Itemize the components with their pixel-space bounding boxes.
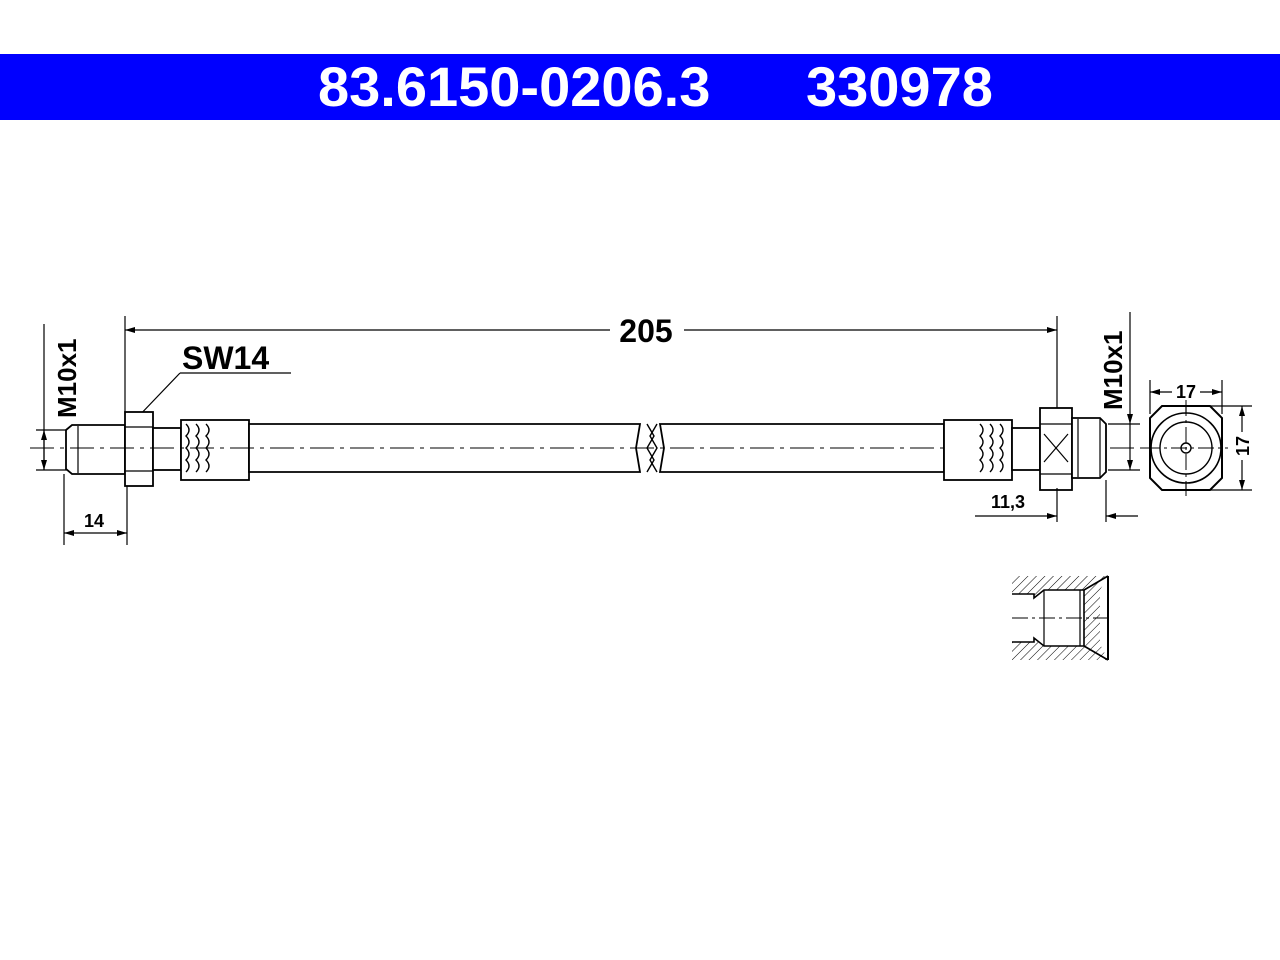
- port-section-detail: [1012, 575, 1112, 661]
- header-bar: [0, 54, 1280, 120]
- right-thread-label: M10x1: [1098, 331, 1128, 411]
- wrench-size-label: SW14: [182, 340, 269, 376]
- right-fitting-length-label: 11,3: [991, 492, 1025, 512]
- left-thread-length-dimension: 14: [63, 474, 128, 545]
- left-thread-length-label: 14: [84, 511, 104, 531]
- hex-width-label: 17: [1176, 382, 1196, 402]
- ate-part-number: 83.6150-0206.3: [318, 55, 711, 118]
- overall-length-dimension: 205: [124, 313, 1058, 414]
- left-thread-label: M10x1: [52, 339, 82, 419]
- wrench-size-callout: SW14: [134, 340, 291, 421]
- hex-width-dimension: 17: [1149, 380, 1223, 414]
- left-fitting: [65, 411, 250, 487]
- oe-part-number: 330978: [806, 55, 993, 118]
- hex-height-label: 17: [1233, 436, 1253, 456]
- right-fitting: [943, 407, 1107, 491]
- right-thread-dimension: M10x1: [1098, 312, 1140, 471]
- right-fitting-length-dimension: 11,3: [975, 480, 1138, 522]
- hex-height-dimension: 17: [1210, 405, 1253, 491]
- left-thread-dimension: M10x1: [36, 324, 82, 471]
- overall-length-label: 205: [619, 313, 672, 349]
- hex-end-view: [1144, 400, 1228, 496]
